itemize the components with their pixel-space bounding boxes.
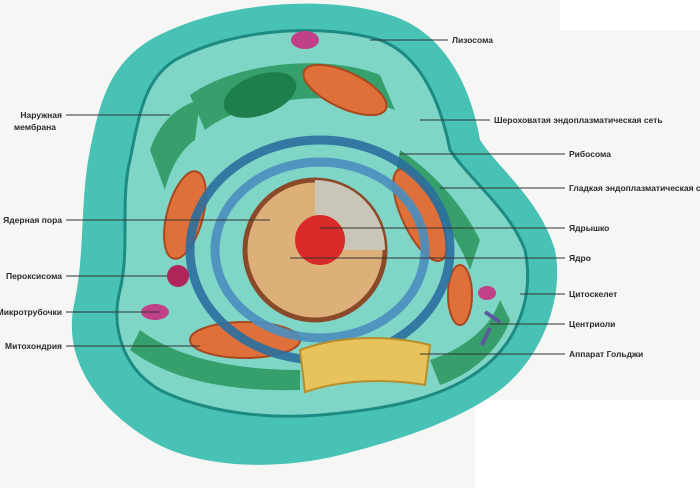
label-smooth-er: Гладкая эндоплазматическая сеть [569, 183, 700, 193]
label-peroxisome: Пероксисома [6, 271, 62, 281]
lysosome [291, 31, 319, 49]
leader-lines [66, 39, 565, 355]
label-outer-membrane-line2: мембрана [14, 122, 56, 132]
centrioles [480, 310, 502, 346]
chloro-like-organelle [223, 72, 297, 118]
nucleolus [295, 215, 345, 265]
white-patch [475, 400, 700, 488]
white-patch [560, 0, 700, 30]
label-nucleus: Ядро [569, 253, 591, 263]
peroxisome [167, 265, 189, 287]
label-cytoskeleton: Цитоскелет [569, 289, 617, 299]
label-golgi: Аппарат Гольджи [569, 349, 643, 359]
label-centrioles: Центриоли [569, 319, 615, 329]
label-rough-er: Шероховатая эндоплазматическая сеть [494, 115, 663, 125]
label-lysosome: Лизосома [452, 35, 493, 45]
label-mitochondrion: Митохондрия [5, 341, 62, 351]
label-outer-membrane-line1: Наружная [20, 110, 62, 120]
label-nuclear-pore: Ядерная пора [3, 215, 62, 225]
label-microtubules: Микротрубочки [0, 307, 62, 317]
golgi-apparatus [298, 337, 432, 394]
vesicle [478, 286, 496, 300]
label-ribosome: Рибосома [569, 149, 611, 159]
label-nucleolus: Ядрышко [569, 223, 609, 233]
